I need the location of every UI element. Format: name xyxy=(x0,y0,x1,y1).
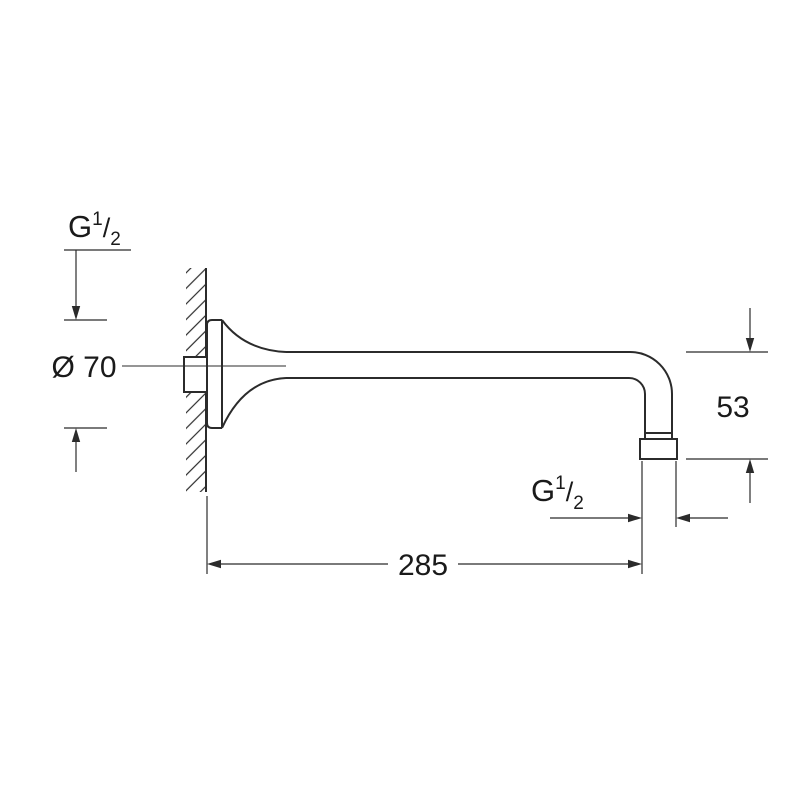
dim-arrow-right xyxy=(628,513,642,523)
flange-diameter-label: Ø 70 xyxy=(51,351,116,384)
escutcheon-face xyxy=(206,319,222,429)
escutcheon-cone-bottom xyxy=(221,377,287,429)
dimension-projection: 285 xyxy=(206,496,642,582)
arm-bend-outer xyxy=(629,351,673,439)
dim-arrow-down xyxy=(71,306,81,320)
dim-arrow-left xyxy=(676,513,690,523)
projection-label: 285 xyxy=(398,549,448,582)
dim-arrow-left xyxy=(207,559,221,569)
dim-arrow-up xyxy=(745,459,755,473)
dimension-outlet-thread: G1/2 xyxy=(531,461,728,574)
dim-arrow-up xyxy=(71,428,81,442)
drop-height-label: 53 xyxy=(716,391,749,424)
wall-thread-inlet xyxy=(183,356,208,393)
dim-arrow-right xyxy=(628,559,642,569)
outlet-thread-label: G1/2 xyxy=(531,473,584,514)
shower-arm xyxy=(122,319,678,460)
dim-arrow-down xyxy=(745,338,755,352)
arm-bend-inner xyxy=(628,377,646,439)
outlet-collar xyxy=(639,438,678,460)
dimension-left-stack: G1/2 Ø 70 xyxy=(51,209,131,472)
escutcheon-cone-top xyxy=(221,319,287,353)
wall-thread-label: G1/2 xyxy=(68,209,121,250)
dimension-drop-height: 53 xyxy=(686,308,768,503)
